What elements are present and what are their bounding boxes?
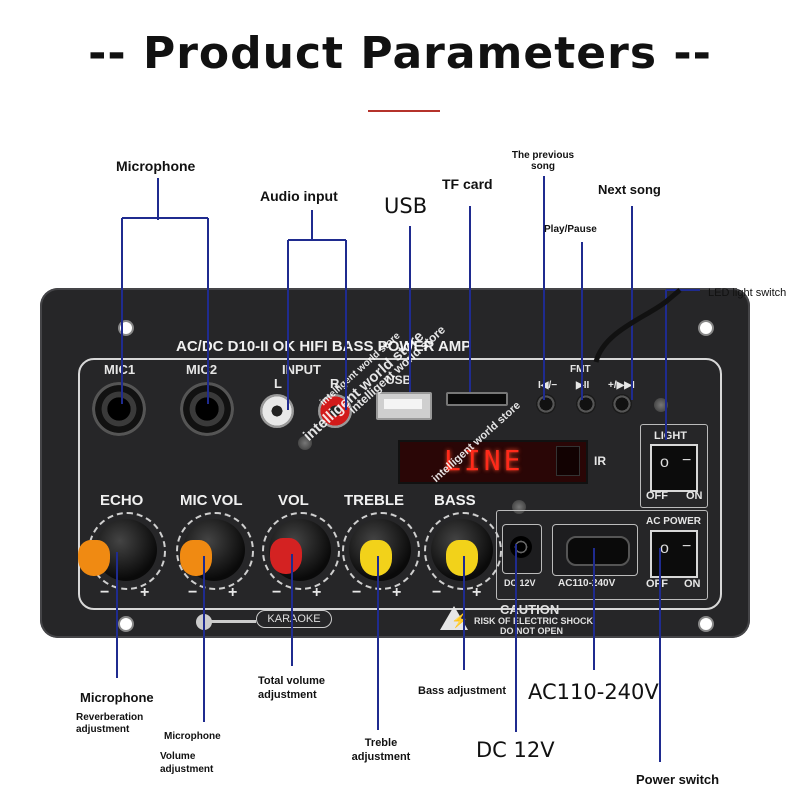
mic-vol-label: MIC VOL bbox=[180, 492, 243, 509]
light-on-label: ON bbox=[686, 490, 703, 502]
callout-line bbox=[287, 240, 347, 410]
usb-port-label: USB bbox=[386, 373, 412, 387]
bass-label: BASS bbox=[434, 492, 476, 509]
callout-led-light-switch: LED light switch bbox=[708, 287, 787, 299]
callout-usb: USB bbox=[384, 194, 428, 218]
power-on-label: ON bbox=[684, 578, 701, 590]
treble-knob-cap bbox=[360, 540, 392, 576]
next-song-button[interactable] bbox=[612, 394, 632, 414]
callout-next-song: Next song bbox=[598, 182, 661, 197]
prev-button-label: I◀/− bbox=[538, 380, 558, 391]
echo-minus: − bbox=[100, 584, 110, 601]
title-divider bbox=[368, 110, 440, 112]
callout-microphone: Microphone bbox=[116, 158, 196, 174]
mic-vol-plus: + bbox=[228, 584, 238, 601]
usb-port[interactable] bbox=[376, 392, 432, 420]
treble-plus: + bbox=[392, 584, 402, 601]
ac-power-label: AC POWER bbox=[646, 516, 701, 527]
input-label: INPUT bbox=[282, 362, 321, 377]
knob-scale bbox=[262, 512, 340, 590]
callout-microphone-volume: Microphone bbox=[164, 731, 221, 742]
light-label: LIGHT bbox=[654, 430, 687, 442]
callout-power-switch: Power switch bbox=[636, 772, 720, 787]
callout-tf-card: TF card bbox=[442, 176, 493, 192]
mount-hole bbox=[698, 616, 714, 632]
treble-label: TREBLE bbox=[344, 492, 404, 509]
screw bbox=[654, 398, 668, 412]
bass-minus: − bbox=[432, 584, 442, 601]
callout-previous-song: The previous song bbox=[511, 150, 575, 172]
callout-mic-volume-desc: Volume adjustment bbox=[160, 751, 214, 775]
tf-card-slot[interactable] bbox=[446, 392, 508, 406]
mic2-label: MIC2 bbox=[186, 362, 218, 377]
callout-microphone-reverb: Microphone bbox=[80, 690, 154, 705]
page-title: -- Product Parameters -- bbox=[88, 28, 712, 79]
mic1-label: MIC1 bbox=[104, 362, 136, 377]
callout-total-volume: Total volume adjustment bbox=[258, 675, 326, 701]
ir-label: IR bbox=[594, 454, 606, 468]
switch-on-mark: − bbox=[682, 538, 692, 555]
treble-minus: − bbox=[352, 584, 362, 601]
caution-line2: DO NOT OPEN bbox=[500, 626, 564, 636]
vol-plus: + bbox=[312, 584, 322, 601]
knob-scale bbox=[176, 512, 254, 590]
karaoke-label: KARAOKE bbox=[256, 610, 332, 628]
caution-line1: RISK OF ELECTRIC SHOCK bbox=[474, 616, 594, 626]
mic1-jack[interactable] bbox=[92, 382, 146, 436]
caution-title: CAUTION bbox=[500, 602, 560, 617]
board-frame bbox=[78, 358, 722, 610]
led-cable bbox=[593, 288, 682, 363]
echo-knob-cap bbox=[78, 540, 110, 576]
vol-label: VOL bbox=[278, 492, 309, 509]
vol-minus: − bbox=[272, 584, 282, 601]
switch-on-mark: − bbox=[682, 452, 692, 469]
knob-scale bbox=[342, 512, 420, 590]
callout-play-pause: Play/Pause bbox=[544, 224, 597, 235]
model-label: AC/DC D10-II OK HIFI BASS POWER AMP bbox=[176, 338, 472, 355]
mic-vol-knob-cap bbox=[180, 540, 212, 576]
callout-audio-input: Audio input bbox=[260, 188, 338, 204]
mic-vol-minus: − bbox=[188, 584, 198, 601]
ir-sensor bbox=[556, 446, 580, 476]
input-left-label: L bbox=[274, 376, 282, 391]
dc-socket-label: DC 12V bbox=[504, 578, 536, 588]
ac-110-240v-socket[interactable] bbox=[566, 536, 630, 566]
power-switch[interactable] bbox=[650, 530, 698, 578]
echo-label: ECHO bbox=[100, 492, 144, 509]
callout-bass: Bass adjustment bbox=[418, 685, 507, 697]
callout-treble: Treble adjustment bbox=[351, 737, 411, 763]
echo-plus: + bbox=[140, 584, 150, 601]
callout-ac-range: AC110-240V bbox=[528, 680, 659, 704]
mount-hole bbox=[118, 616, 134, 632]
power-off-label: OFF bbox=[646, 578, 668, 590]
callout-reverb-desc: Reverberation adjustment bbox=[76, 712, 144, 735]
light-off-label: OFF bbox=[646, 490, 668, 502]
callout-dc-12v: DC 12V bbox=[476, 738, 555, 762]
display-text: LINE bbox=[444, 444, 524, 477]
vol-knob-cap bbox=[270, 538, 302, 574]
screw bbox=[298, 436, 312, 450]
fmt-label: FMT bbox=[570, 364, 591, 375]
light-switch-panel bbox=[640, 424, 708, 508]
switch-off-mark: o bbox=[660, 454, 669, 471]
next-button-label: +/▶▶I bbox=[608, 380, 635, 391]
bass-knob-cap bbox=[446, 540, 478, 576]
ac-socket-label: AC110-240V bbox=[558, 578, 616, 589]
previous-song-button[interactable] bbox=[536, 394, 556, 414]
karaoke-line bbox=[210, 620, 256, 623]
bass-plus: + bbox=[472, 584, 482, 601]
switch-off-mark: o bbox=[660, 540, 669, 557]
callout-line bbox=[121, 218, 209, 404]
light-switch[interactable] bbox=[650, 444, 698, 492]
mount-hole bbox=[698, 320, 714, 336]
input-right-label: R bbox=[330, 376, 340, 391]
